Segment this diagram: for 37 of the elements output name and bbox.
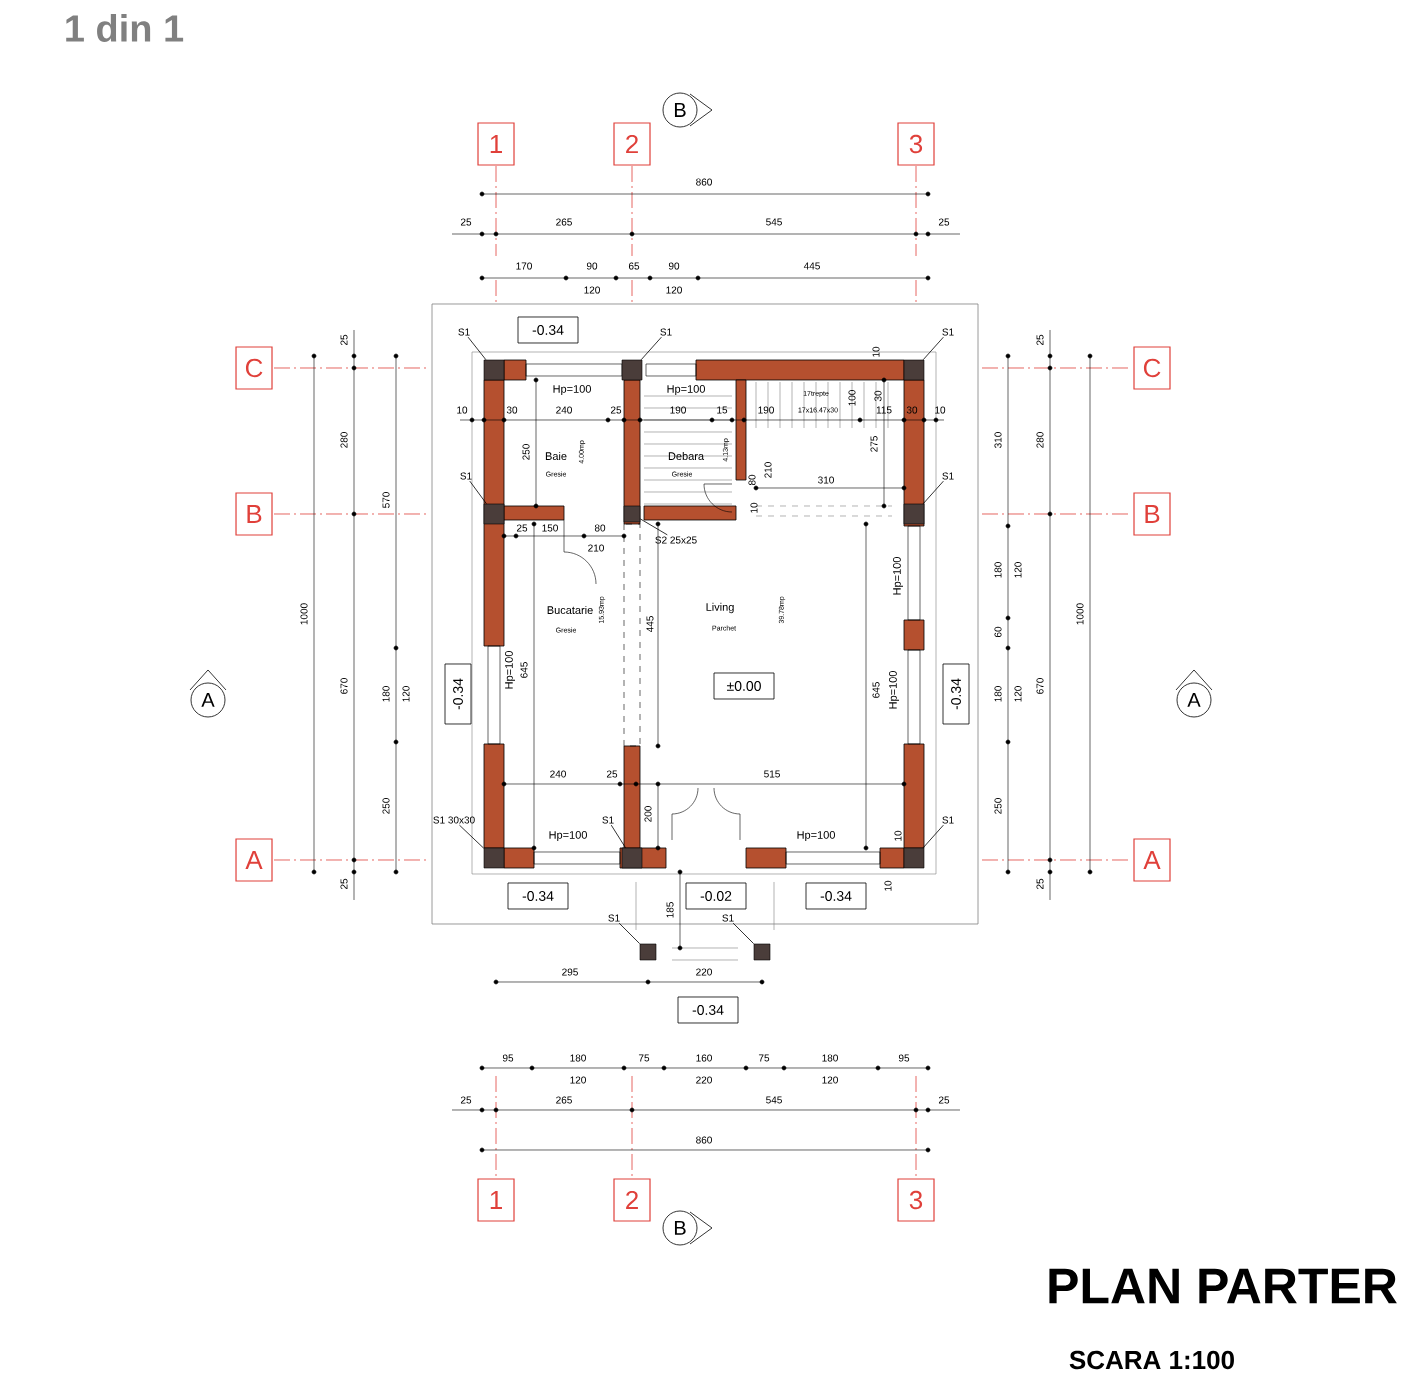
column <box>903 847 925 869</box>
column <box>483 847 505 869</box>
axis-bubble: A <box>235 838 273 882</box>
axis-bubble: C <box>1133 346 1171 390</box>
column <box>903 503 925 525</box>
leader-line <box>610 824 626 849</box>
column <box>903 359 925 381</box>
axis-bubble: 3 <box>897 122 935 166</box>
column <box>623 505 641 523</box>
column <box>621 359 643 381</box>
column <box>639 943 657 961</box>
leader-line <box>732 922 755 945</box>
column <box>753 943 771 961</box>
axis-bubble: 1 <box>477 1178 515 1222</box>
axis-bubble: 3 <box>897 1178 935 1222</box>
axis-bubble: 1 <box>477 122 515 166</box>
axis-bubble: 2 <box>613 1178 651 1222</box>
leader-line <box>922 336 944 361</box>
axis-bubble: B <box>1133 492 1171 536</box>
column <box>483 503 505 525</box>
axis-bubble: A <box>1133 838 1171 882</box>
column <box>483 359 505 381</box>
axis-bubble: B <box>235 492 273 536</box>
column <box>621 847 643 869</box>
leader-line <box>640 336 662 361</box>
axis-bubble: 2 <box>613 122 651 166</box>
scale-caption: SCARA 1:100 <box>1069 1350 1234 1370</box>
axis-bubble: C <box>235 346 273 390</box>
leader-line <box>459 824 485 849</box>
leader-line <box>618 922 641 945</box>
leader-line <box>639 518 668 536</box>
title: PLAN PARTER <box>1049 1268 1397 1304</box>
leader-line <box>469 480 487 505</box>
page-number: 1 din 1 <box>66 14 184 42</box>
leader-line <box>922 480 944 505</box>
leader-line <box>467 336 487 361</box>
leader-line <box>922 824 944 849</box>
